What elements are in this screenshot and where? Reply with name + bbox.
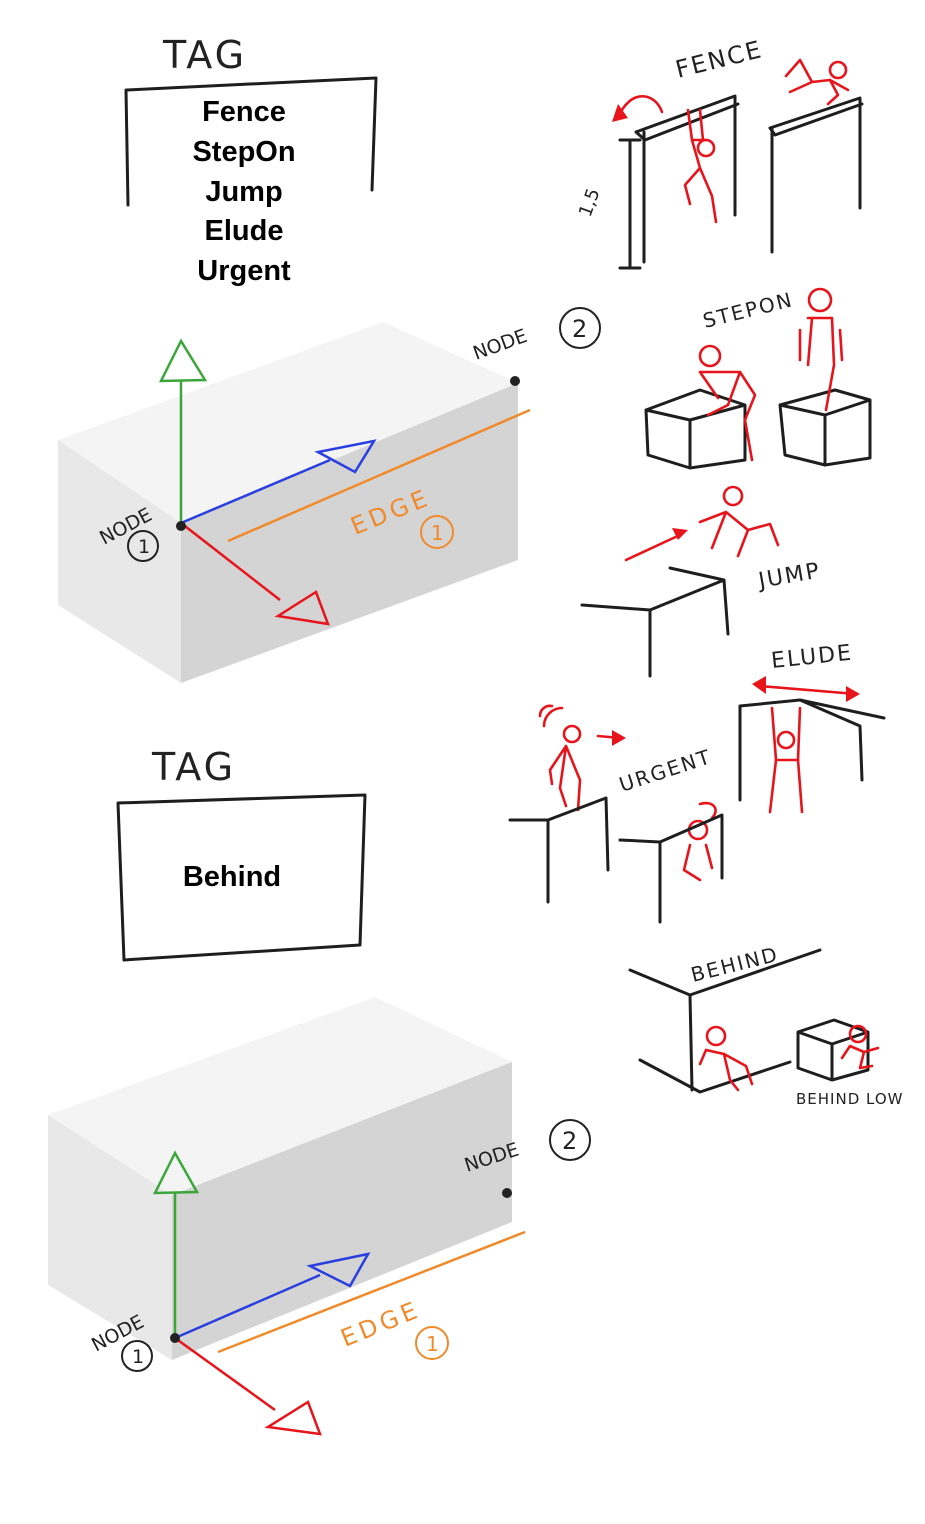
box-left-face bbox=[48, 1115, 172, 1360]
axis-forward-arrowhead bbox=[314, 439, 377, 474]
sketch-elude: ELUDE bbox=[738, 641, 886, 814]
bottom-tag-title: TAG bbox=[151, 745, 236, 789]
node-2-number: 2 bbox=[562, 1127, 577, 1155]
node-1-number: 1 bbox=[138, 536, 150, 558]
box-front-face bbox=[181, 383, 518, 683]
axis-forward-line bbox=[174, 1273, 321, 1340]
tag-urgent: Urgent bbox=[197, 255, 291, 287]
sketch-elude-label: ELUDE bbox=[770, 641, 854, 674]
axis-out-line bbox=[174, 1336, 276, 1412]
top-box-3d bbox=[58, 322, 518, 683]
bottom-box-3d bbox=[48, 997, 512, 1360]
edge-label: EDGE bbox=[337, 1295, 425, 1352]
edge-line bbox=[217, 1230, 526, 1354]
box-left-face bbox=[58, 440, 181, 683]
bottom-tag-box: TAG Behind bbox=[116, 745, 367, 962]
sketch-stepon-label: STEPON bbox=[700, 287, 795, 333]
sketch-urgent-label: URGENT bbox=[616, 744, 715, 796]
axis-up-arrowhead bbox=[152, 1150, 200, 1195]
box-top-face bbox=[48, 997, 512, 1195]
node-1-number: 1 bbox=[132, 1346, 144, 1368]
node-2-point bbox=[502, 1188, 512, 1198]
sketch-jump-label: JUMP bbox=[755, 558, 823, 594]
box-front-face bbox=[172, 1062, 512, 1360]
edge-number: 1 bbox=[426, 1332, 439, 1356]
axis-forward-arrowhead bbox=[306, 1252, 371, 1288]
tag-fence: Fence bbox=[202, 96, 286, 128]
sketch-fence: FENCE 1,5 bbox=[575, 35, 864, 270]
top-tag-box: TAG Fence StepOn Jump Elude Urgent bbox=[124, 33, 378, 287]
axis-out-line bbox=[180, 522, 281, 601]
sketch-fence-label: FENCE bbox=[673, 35, 766, 84]
node-2-label: NODE bbox=[470, 325, 530, 365]
axis-out-arrowhead bbox=[264, 1400, 322, 1436]
sketch-urgent: URGENT bbox=[508, 704, 724, 924]
node-2-number: 2 bbox=[572, 315, 587, 343]
tag-elude: Elude bbox=[205, 215, 284, 247]
sketch-fence-height: 1,5 bbox=[575, 186, 605, 220]
tag-stepon: StepOn bbox=[192, 136, 295, 168]
top-tag-title: TAG bbox=[162, 33, 247, 77]
sketch-stepon: STEPON bbox=[644, 287, 872, 470]
axis-forward-line bbox=[180, 458, 331, 525]
node-1-point bbox=[170, 1333, 180, 1343]
edge-line bbox=[227, 408, 531, 543]
sketch-behind: BEHIND BEHIND LOW bbox=[628, 942, 903, 1108]
axis-out-arrowhead bbox=[274, 590, 330, 626]
node-2-point bbox=[510, 376, 520, 386]
node-1-point bbox=[176, 521, 186, 531]
tag-jump: Jump bbox=[205, 176, 282, 208]
box-top-face bbox=[58, 322, 518, 523]
tag-behind: Behind bbox=[183, 861, 281, 893]
sketch-behind-low-label: BEHIND LOW bbox=[796, 1090, 903, 1108]
axis-up-arrowhead bbox=[158, 338, 208, 383]
edge-number: 1 bbox=[431, 521, 444, 545]
